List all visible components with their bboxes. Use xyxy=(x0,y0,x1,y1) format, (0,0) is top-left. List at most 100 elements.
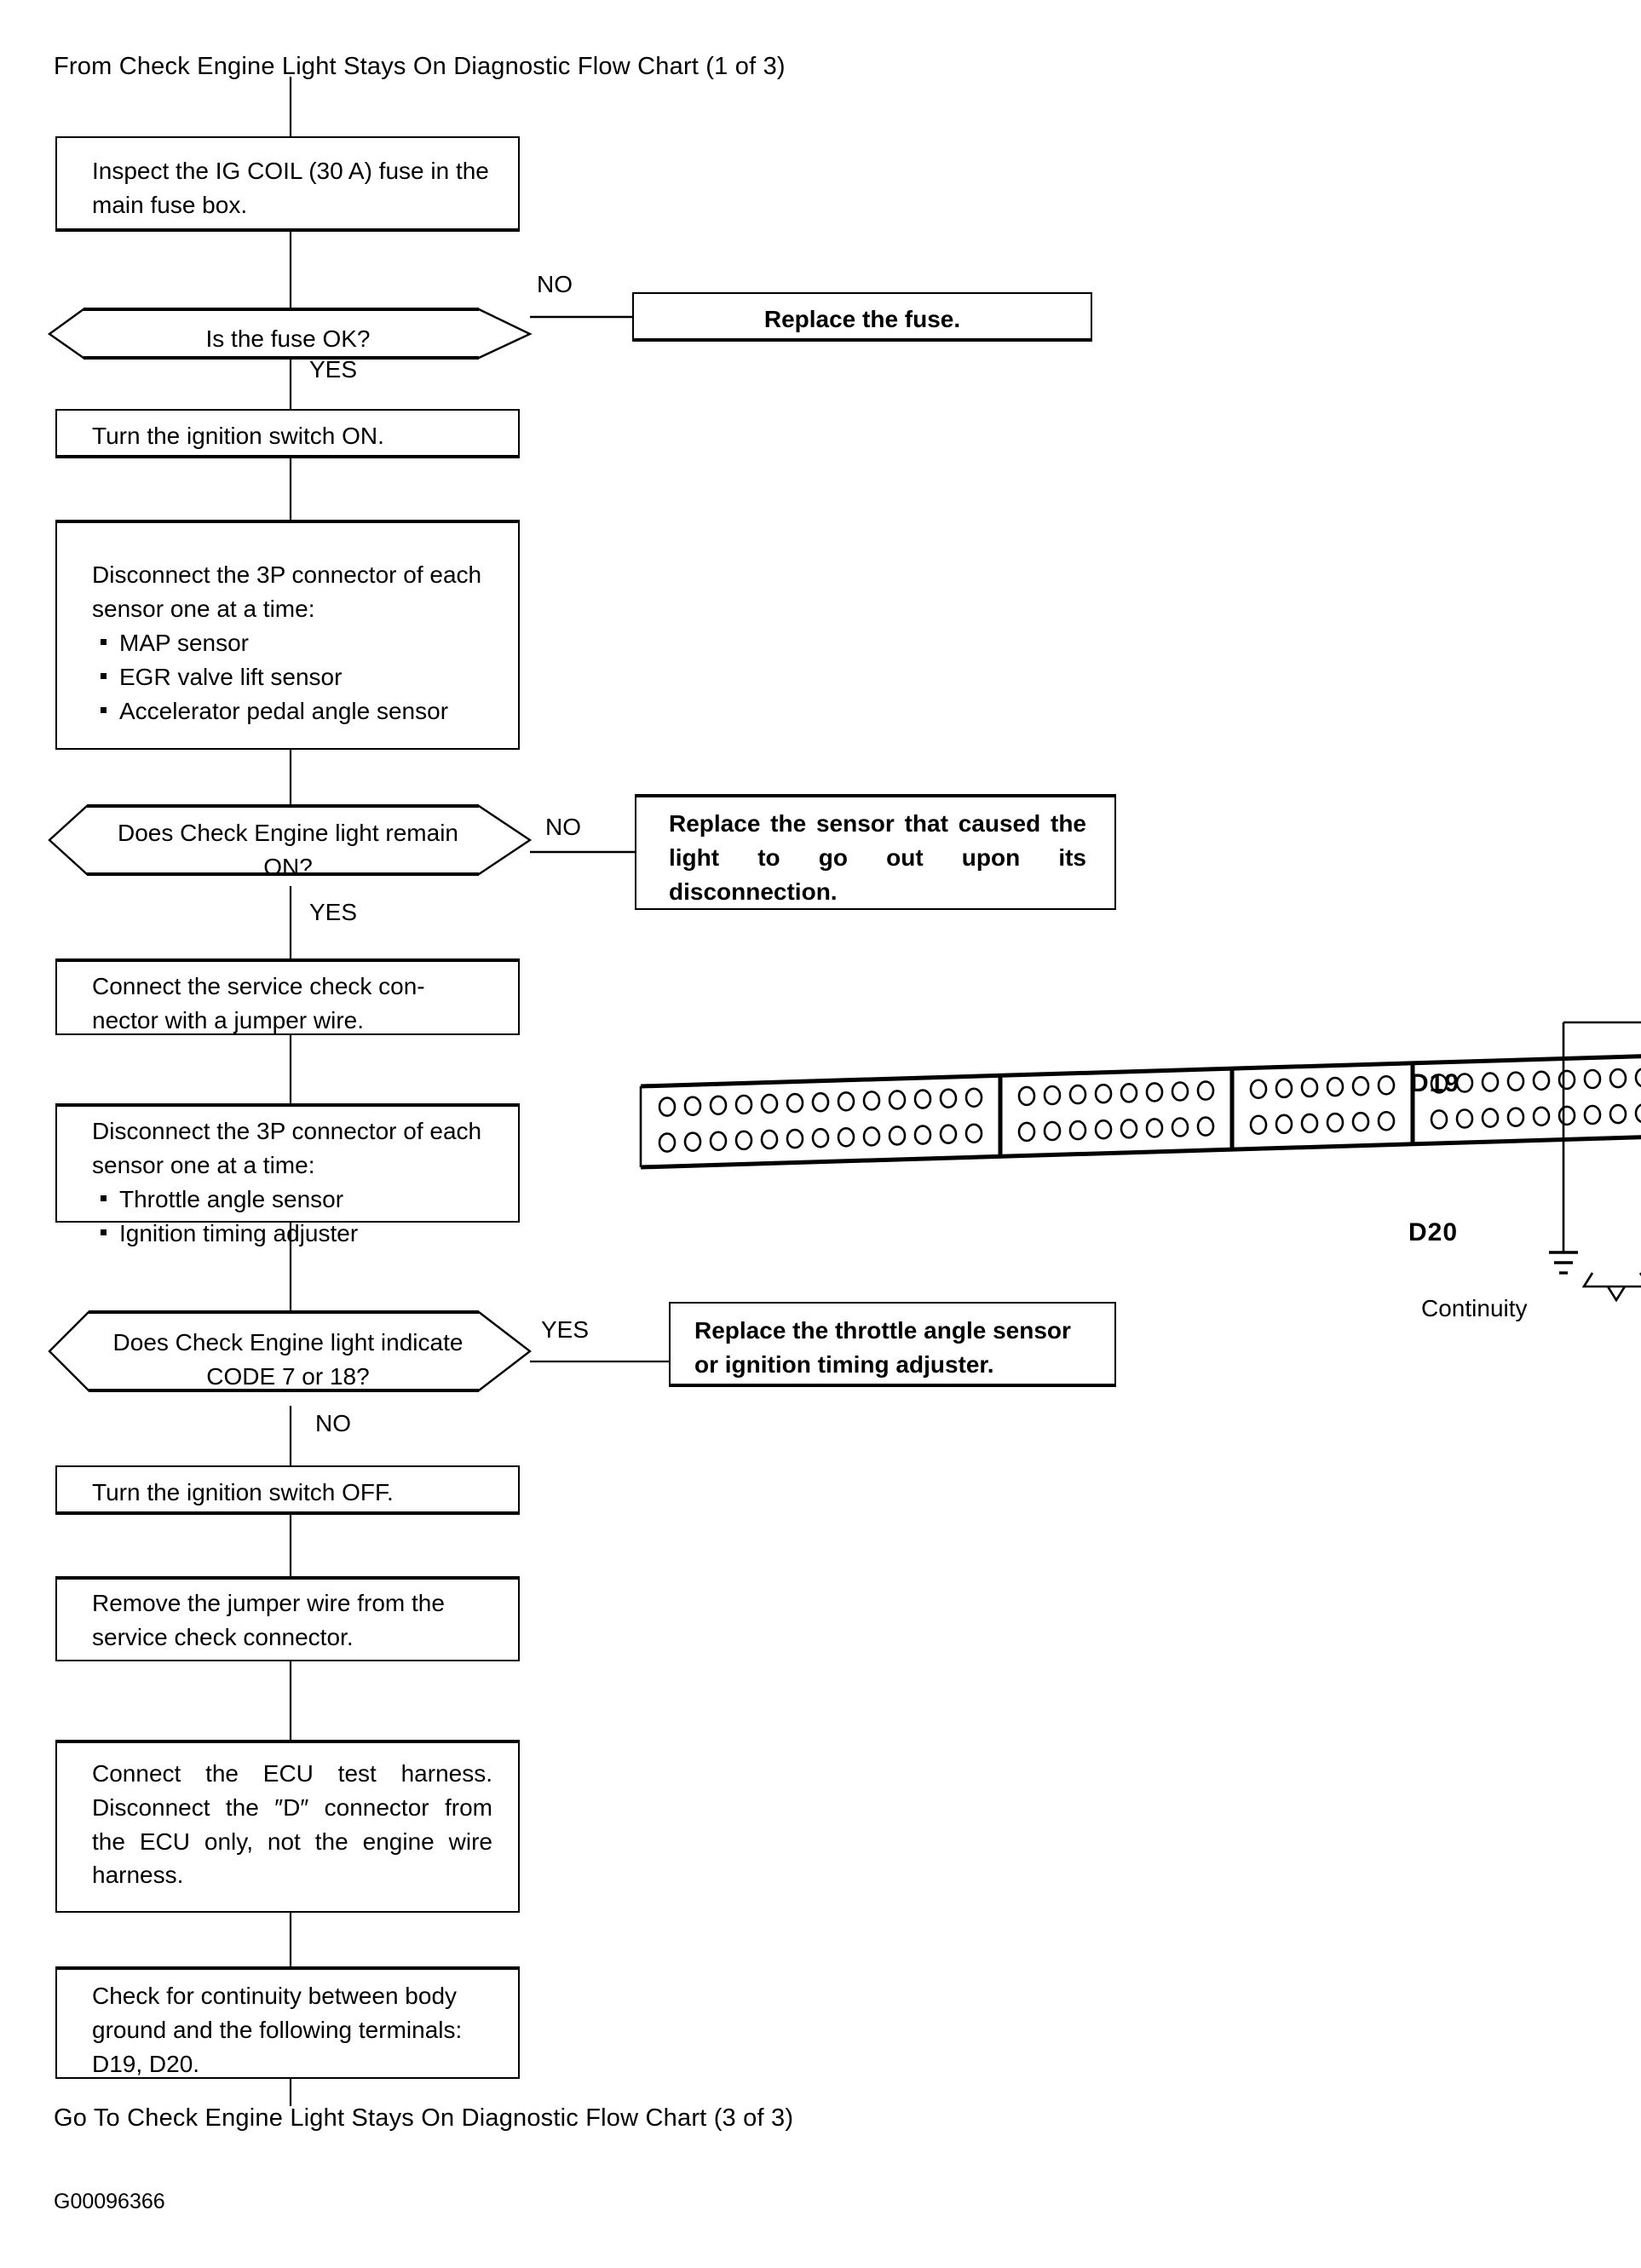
step-connect-jumper-wire-text: Connect the service check con- nector wi… xyxy=(92,973,425,1033)
decision-code-7-18-shape xyxy=(48,1310,532,1392)
list-item: MAP sensor xyxy=(92,626,492,660)
connector-pin xyxy=(1300,1077,1319,1098)
step-check-continuity xyxy=(55,1966,520,2079)
connector-pin xyxy=(888,1090,907,1110)
continuity-brace xyxy=(1581,1272,1641,1303)
connector-pin xyxy=(709,1131,728,1152)
list-item: Accelerator pedal angle sensor xyxy=(92,694,492,728)
step-disconnect-3p-a-list: MAP sensor EGR valve lift sensor Acceler… xyxy=(92,626,492,728)
connector-pin xyxy=(1377,1074,1396,1096)
connector-body-bottom xyxy=(640,1135,1641,1170)
connector-pin xyxy=(760,1093,779,1114)
step-connect-jumper-wire xyxy=(55,958,520,1035)
step-ignition-on xyxy=(55,409,520,458)
connector-pin xyxy=(1249,1114,1268,1136)
document-id: G00096366 xyxy=(54,2190,165,2213)
connector-pin xyxy=(1196,1080,1215,1101)
step-disconnect-3p-b-list: Throttle angle sensor Ignition timing ad… xyxy=(92,1183,492,1251)
connector-pin xyxy=(760,1129,779,1150)
connector-pin xyxy=(1506,1107,1525,1127)
connector-pin xyxy=(1532,1070,1551,1091)
connector-pin xyxy=(1300,1113,1319,1134)
decision-fuse-ok-shape xyxy=(47,308,533,360)
connector-pin xyxy=(786,1128,804,1149)
connector-pin xyxy=(862,1091,881,1111)
connector-pin xyxy=(1351,1111,1370,1132)
connector-pin xyxy=(683,1096,702,1116)
connector-pin xyxy=(1196,1116,1215,1137)
action-replace-throttle-sensor xyxy=(669,1302,1116,1387)
connector-pin xyxy=(1634,1103,1641,1123)
action-replace-fuse-text: Replace the fuse. xyxy=(763,306,961,332)
connector-pin xyxy=(709,1095,728,1116)
connector-pin xyxy=(786,1092,804,1114)
connector-pin xyxy=(1043,1085,1062,1106)
connector-pin xyxy=(862,1126,881,1147)
connector-pin xyxy=(1481,1072,1500,1092)
connector-pin xyxy=(939,1088,958,1108)
connector-pin xyxy=(811,1127,830,1148)
edge-label-code-yes: YES xyxy=(541,1316,590,1343)
list-item: Throttle angle sensor xyxy=(92,1183,492,1217)
step-connect-ecu-harness-text: Connect the ECU test harness. Disconnect… xyxy=(92,1760,492,1889)
connector-pin xyxy=(1583,1068,1602,1090)
connector-pin xyxy=(1609,1068,1627,1089)
connector-pin xyxy=(734,1130,753,1151)
connector-pin xyxy=(1120,1119,1138,1139)
connector-pin xyxy=(1506,1071,1525,1091)
connector-pin xyxy=(1430,1074,1448,1094)
connector-pin xyxy=(1043,1120,1062,1142)
action-replace-sensor-text: Replace the sensor that caused the light… xyxy=(669,810,1086,905)
decision-code-7-18-text: Does Check Engine light indicate CODE 7 … xyxy=(112,1329,464,1390)
edge-label-light-no: NO xyxy=(545,814,581,840)
step-ignition-off-text: Turn the ignition switch OFF. xyxy=(92,1479,394,1505)
connector-pin xyxy=(1094,1119,1113,1140)
footer-goto: Go To Check Engine Light Stays On Diagno… xyxy=(54,2104,794,2132)
connector-body-top xyxy=(640,1054,1641,1089)
connector-pin xyxy=(1171,1081,1189,1102)
decision-light-remain-on-text: Does Check Engine light remain ON? xyxy=(118,820,458,880)
step-check-continuity-text: Check for continuity between body ground… xyxy=(92,1983,463,2077)
connector-pin xyxy=(1532,1106,1551,1127)
connector-pin xyxy=(964,1087,983,1108)
step-disconnect-3p-a xyxy=(55,520,520,750)
connector-pin xyxy=(1171,1117,1189,1137)
connector-pin xyxy=(1583,1104,1602,1125)
page-header: From Check Engine Light Stays On Diagnos… xyxy=(54,53,786,80)
ecu-connector-schematic xyxy=(639,1021,1641,1303)
step-disconnect-3p-a-head: Disconnect the 3P connector of each sens… xyxy=(92,561,482,622)
connector-pin xyxy=(1326,1112,1344,1133)
connector-pin xyxy=(913,1089,932,1109)
connector-pin xyxy=(1609,1103,1627,1125)
edge-label-light-yes: YES xyxy=(309,899,358,925)
connector-pin xyxy=(1326,1076,1344,1097)
connector-pin xyxy=(1558,1069,1576,1091)
connector-pin xyxy=(1068,1120,1087,1141)
step-remove-jumper-wire-text: Remove the jumper wire from the service … xyxy=(92,1590,445,1650)
connector-pin xyxy=(1017,1121,1036,1143)
connector-pin xyxy=(1017,1085,1036,1107)
connector-pin xyxy=(1275,1114,1293,1135)
connector-pin xyxy=(1068,1084,1087,1105)
terminal-label-d20: D20 xyxy=(1408,1218,1459,1246)
step-inspect-fuse-text: Inspect the IG COIL (30 A) fuse in the m… xyxy=(92,158,489,218)
connector-pin xyxy=(1430,1109,1448,1130)
step-ignition-on-text: Turn the ignition switch ON. xyxy=(92,423,384,449)
connector-pin xyxy=(683,1131,702,1152)
action-replace-throttle-sensor-text: Replace the throttle angle sensor or ign… xyxy=(694,1317,1071,1378)
connector-pin xyxy=(658,1132,677,1153)
decision-fuse-ok-text: Is the fuse OK? xyxy=(205,325,371,352)
connector-pin xyxy=(1351,1075,1370,1097)
connector-pin xyxy=(1094,1083,1113,1104)
connector-pin xyxy=(939,1124,958,1144)
connector-pin xyxy=(837,1126,855,1148)
connector-pin xyxy=(888,1125,907,1146)
connector-pin xyxy=(1249,1079,1268,1100)
terminal-label-d19: D19 xyxy=(1410,1069,1460,1097)
action-replace-fuse xyxy=(632,292,1092,342)
step-connect-ecu-harness xyxy=(55,1740,520,1913)
connector-pin xyxy=(658,1097,677,1117)
connector-pin xyxy=(1145,1082,1164,1102)
step-disconnect-3p-b xyxy=(55,1103,520,1223)
